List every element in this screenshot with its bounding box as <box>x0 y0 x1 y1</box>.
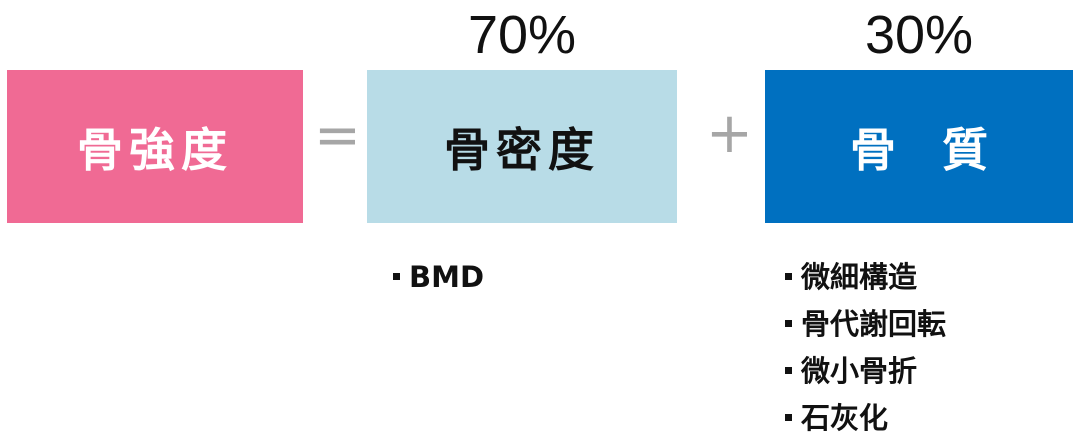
bullet-icon <box>785 319 792 327</box>
bullet-icon <box>785 366 792 374</box>
quality-percentage: 30% <box>864 5 974 65</box>
bullet-icon <box>785 413 792 421</box>
list-item-label: 石灰化 <box>801 401 889 435</box>
plus-operator: + <box>706 101 753 166</box>
list-item-label: 骨代謝回転 <box>801 307 947 341</box>
list-item-label: 微小骨折 <box>801 354 918 388</box>
bone-strength-box: 骨強度 <box>7 70 303 223</box>
bone-strength-label: 骨強度 <box>77 122 233 177</box>
bone-quality-box: 骨質 <box>765 70 1073 223</box>
list-item: 微細構造 <box>785 254 946 301</box>
list-item-label: BMD <box>409 260 485 294</box>
bone-quality-label-left: 骨 <box>850 122 896 177</box>
quality-factor-list: 微細構造 骨代謝回転 微小骨折 石灰化 <box>785 254 946 442</box>
bullet-icon <box>785 272 792 280</box>
equals-operator: = <box>314 103 361 168</box>
list-item: 石灰化 <box>785 395 946 442</box>
bone-density-label: 骨密度 <box>444 122 600 177</box>
bullet-icon <box>393 272 400 280</box>
density-percentage: 70% <box>467 5 577 65</box>
list-item: 骨代謝回転 <box>785 301 946 348</box>
bone-density-box: 骨密度 <box>367 70 677 223</box>
density-factor-list: BMD <box>393 254 484 301</box>
list-item: BMD <box>393 254 484 301</box>
list-item-label: 微細構造 <box>801 260 918 294</box>
bone-quality-label-right: 質 <box>942 122 988 177</box>
list-item: 微小骨折 <box>785 348 946 395</box>
